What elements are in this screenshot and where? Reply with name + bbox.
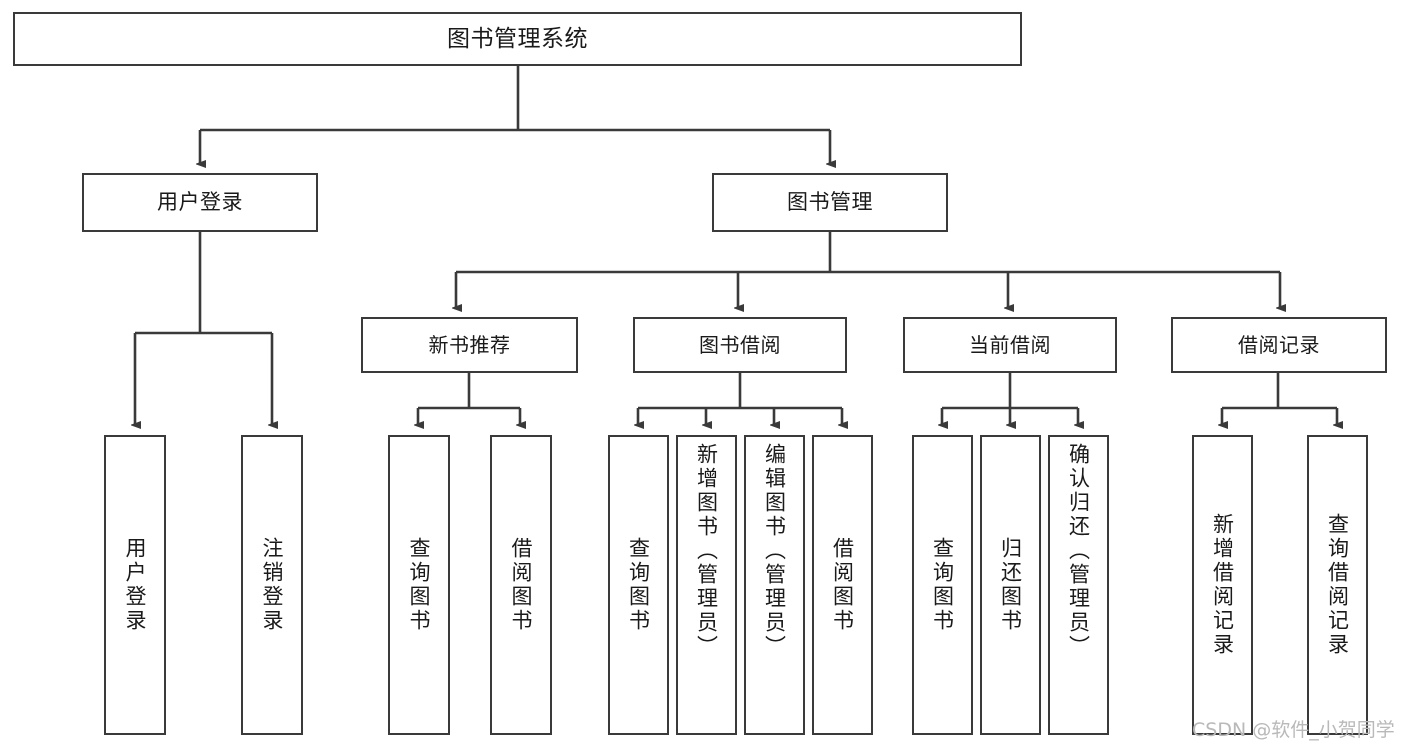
node-root-system[interactable]: 图书管理系统 — [13, 12, 1022, 66]
node-root-system-label: 图书管理系统 — [447, 25, 588, 52]
leaf-newbook-borrow-book[interactable]: 借阅图书 — [490, 435, 552, 735]
node-borrow-record-label: 借阅记录 — [1238, 332, 1320, 357]
leaf-borrowrecord-add-record[interactable]: 新增借阅记录 — [1192, 435, 1253, 735]
leaf-logout-label: 注销登录 — [260, 537, 285, 633]
leaf-bookborrow-borrow-book-label: 借阅图书 — [830, 537, 855, 633]
leaf-currentborrow-confirm-return[interactable]: 确认归还（管理员） — [1048, 435, 1109, 735]
leaf-bookborrow-add-book[interactable]: 新增图书（管理员） — [676, 435, 737, 735]
leaf-bookborrow-query-book-label: 查询图书 — [626, 537, 651, 633]
node-book-manage[interactable]: 图书管理 — [712, 173, 948, 232]
leaf-user-login[interactable]: 用户登录 — [104, 435, 166, 735]
leaf-borrowrecord-query-record-label: 查询借阅记录 — [1325, 513, 1350, 657]
node-book-borrow-label: 图书借阅 — [699, 332, 781, 357]
leaf-newbook-borrow-book-label: 借阅图书 — [509, 537, 534, 633]
watermark: CSDN @软件_小贺同学 — [1192, 719, 1395, 741]
node-borrow-record[interactable]: 借阅记录 — [1171, 317, 1387, 373]
node-new-book-recommend[interactable]: 新书推荐 — [361, 317, 578, 373]
leaf-newbook-query-book-label: 查询图书 — [407, 537, 432, 633]
leaf-newbook-query-book[interactable]: 查询图书 — [388, 435, 450, 735]
leaf-bookborrow-edit-book-label: 编辑图书（管理员） — [762, 443, 787, 659]
leaf-bookborrow-borrow-book[interactable]: 借阅图书 — [812, 435, 873, 735]
leaf-bookborrow-edit-book[interactable]: 编辑图书（管理员） — [744, 435, 805, 735]
leaf-logout[interactable]: 注销登录 — [241, 435, 303, 735]
leaf-currentborrow-query-book-label: 查询图书 — [930, 537, 955, 633]
leaf-currentborrow-confirm-return-label: 确认归还（管理员） — [1066, 443, 1091, 659]
node-user-login[interactable]: 用户登录 — [82, 173, 318, 232]
node-new-book-recommend-label: 新书推荐 — [428, 332, 511, 357]
node-book-borrow[interactable]: 图书借阅 — [633, 317, 847, 373]
leaf-borrowrecord-add-record-label: 新增借阅记录 — [1210, 513, 1235, 657]
leaf-currentborrow-query-book[interactable]: 查询图书 — [912, 435, 973, 735]
leaf-bookborrow-query-book[interactable]: 查询图书 — [608, 435, 669, 735]
leaf-currentborrow-return-book[interactable]: 归还图书 — [980, 435, 1041, 735]
leaf-user-login-label: 用户登录 — [123, 537, 148, 633]
leaf-borrowrecord-query-record[interactable]: 查询借阅记录 — [1307, 435, 1368, 735]
leaf-currentborrow-return-book-label: 归还图书 — [998, 537, 1023, 633]
node-user-login-label: 用户登录 — [157, 189, 243, 214]
node-current-borrow-label: 当前借阅 — [969, 332, 1051, 357]
node-current-borrow[interactable]: 当前借阅 — [903, 317, 1117, 373]
node-book-manage-label: 图书管理 — [787, 189, 873, 214]
leaf-bookborrow-add-book-label: 新增图书（管理员） — [694, 443, 719, 659]
